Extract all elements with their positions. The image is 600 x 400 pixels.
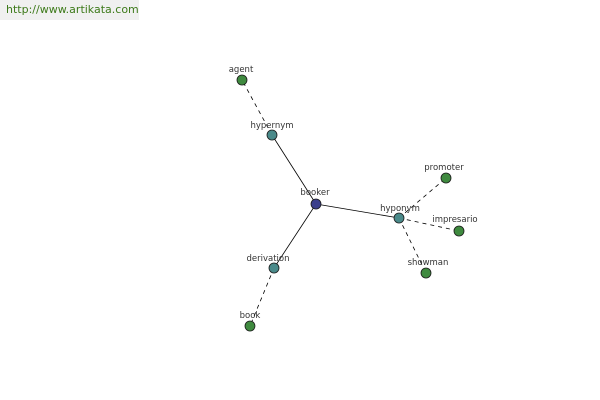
label-hypernym: hypernym <box>250 121 293 131</box>
node-book[interactable] <box>244 320 256 332</box>
edge-hyponym-impresario <box>398 217 460 232</box>
edge-booker-hypernym <box>271 134 317 205</box>
edge-booker-hyponym <box>315 203 400 219</box>
label-impresario: impresario <box>432 215 477 225</box>
node-hyponym[interactable] <box>393 212 405 224</box>
node-impresario[interactable] <box>453 225 465 237</box>
edge-hyponym-showman <box>398 217 427 274</box>
node-hypernym[interactable] <box>266 129 278 141</box>
label-derivation: derivation <box>246 254 289 264</box>
label-booker: booker <box>300 188 330 198</box>
site-url-watermark: http://www.artikata.com <box>0 0 139 20</box>
edge-hyponym-promoter <box>398 177 447 219</box>
node-promoter[interactable] <box>440 172 452 184</box>
edge-hypernym-agent <box>241 79 273 136</box>
node-agent[interactable] <box>236 74 248 86</box>
label-showman: showman <box>408 258 449 268</box>
node-booker[interactable] <box>310 198 322 210</box>
node-derivation[interactable] <box>268 262 280 274</box>
label-book: book <box>240 311 261 321</box>
label-hyponym: hyponym <box>380 204 420 214</box>
edge-booker-derivation <box>273 203 317 269</box>
label-promoter: promoter <box>424 163 464 173</box>
label-agent: agent <box>229 65 254 75</box>
edge-derivation-book <box>249 267 275 327</box>
node-showman[interactable] <box>420 267 432 279</box>
